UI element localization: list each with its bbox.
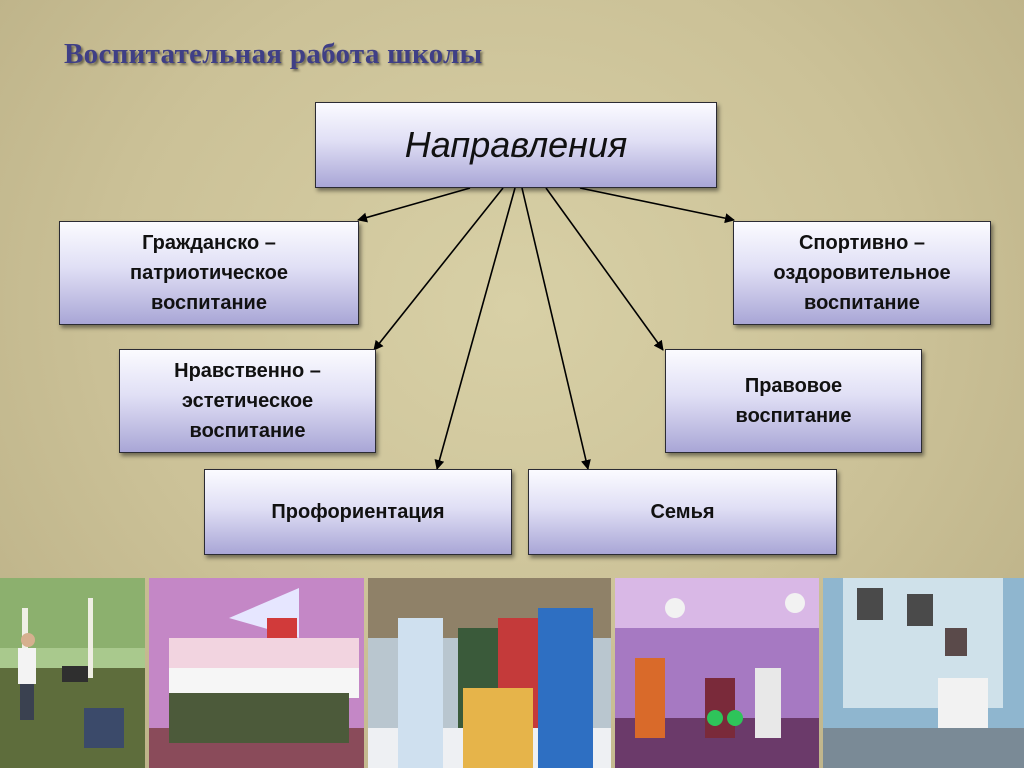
branch-node-sport: Спортивно – оздоровительное воспитание [733,221,991,325]
branch-node-family-label: Семья [650,501,715,523]
photo-winter-carnival [368,578,611,768]
root-node-label: Направления [404,124,628,165]
arrow-to-civic [357,187,471,223]
photo-student-choir [149,578,364,768]
arrow-to-legal [545,187,664,351]
photo-gardening [0,578,145,768]
arrow-to-moral [373,187,504,351]
photo-strip [0,578,1024,768]
arrow-to-family [521,187,591,470]
slide-title: Воспитательная работа школы [64,38,483,70]
branch-node-civic-label: Гражданско – патриотическое воспитание [130,232,288,314]
branch-node-sport-label: Спортивно – оздоровительное воспитание [773,232,951,314]
branch-node-family: Семья [528,469,837,555]
branch-node-moral-label: Нравственно – эстетическое воспитание [174,360,321,442]
connector-arrows [357,187,735,470]
branch-node-career-label: Профориентация [271,501,445,523]
branch-node-career: Профориентация [204,469,512,555]
arrow-to-sport [579,187,735,224]
arrow-to-career [434,187,516,470]
branch-node-civic: Гражданско – патриотическое воспитание [59,221,359,325]
branch-node-moral: Нравственно – эстетическое воспитание [119,349,376,453]
branch-node-legal: Правовое воспитание [665,349,922,453]
root-node: Направления [315,102,717,188]
photo-stage-performance [615,578,819,768]
branch-node-legal-label: Правовое воспитание [735,375,852,427]
photo-school-museum [823,578,1024,768]
